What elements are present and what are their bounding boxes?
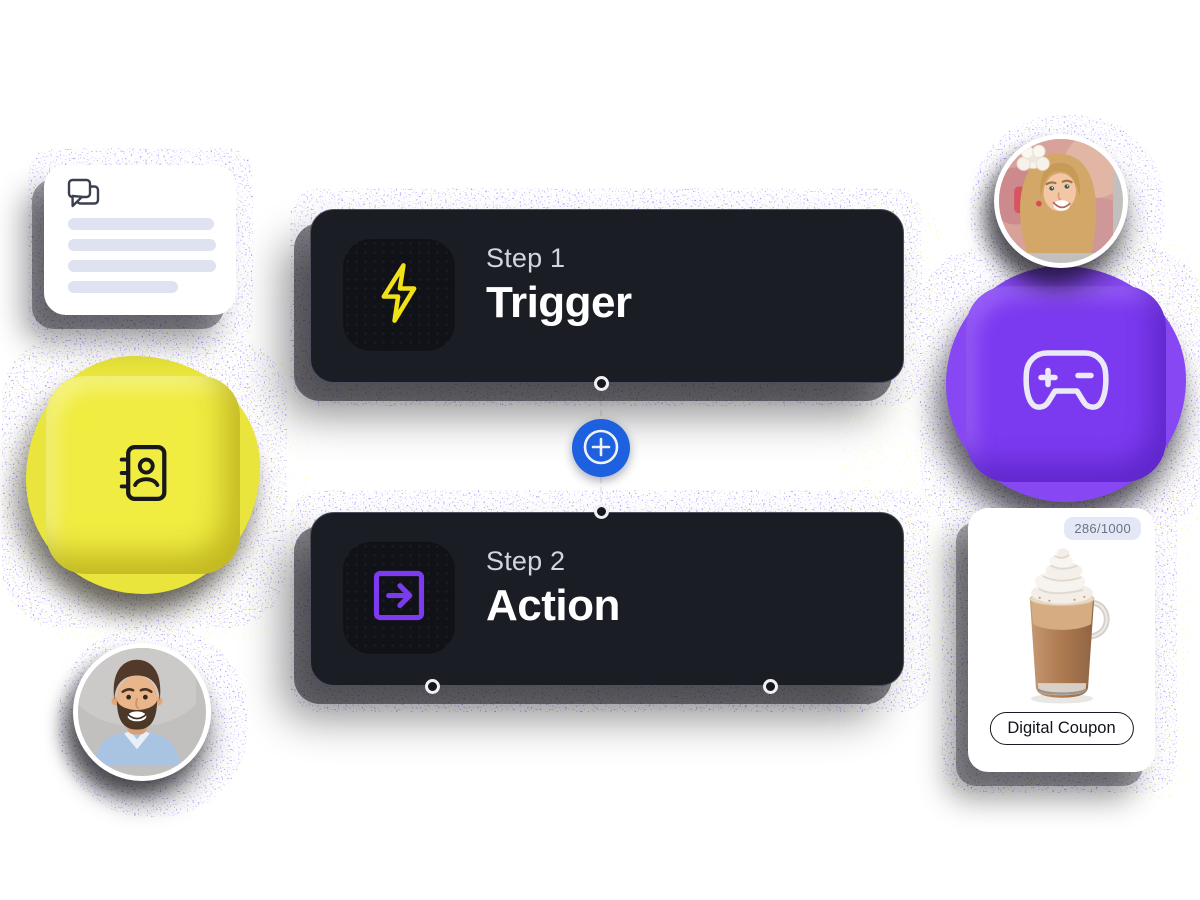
game-tile xyxy=(946,266,1186,502)
coupon-count-badge: 286/1000 xyxy=(1064,517,1141,540)
step-label: Step 1 xyxy=(486,243,566,273)
connector-port[interactable] xyxy=(594,376,609,391)
connector-port[interactable] xyxy=(594,504,609,519)
step-title: Action xyxy=(486,581,620,630)
male-avatar xyxy=(73,643,211,781)
connector-port[interactable] xyxy=(763,679,778,694)
chat-message-card xyxy=(44,165,236,315)
trigger-step-card[interactable]: Step 1 Trigger xyxy=(310,209,904,391)
add-step-button[interactable] xyxy=(572,419,630,477)
step-title: Trigger xyxy=(486,278,632,327)
coupon-card: 286/1000 xyxy=(968,508,1155,772)
lightning-bolt-icon xyxy=(374,260,424,331)
skeleton-text-line xyxy=(68,239,216,251)
skeleton-text-line xyxy=(68,218,214,230)
skeleton-text-line xyxy=(68,260,216,272)
action-step-card[interactable]: Step 2 Action xyxy=(310,504,904,694)
action-icon-tile xyxy=(343,542,455,654)
game-tile-inner xyxy=(966,286,1166,482)
chat-bubbles-icon xyxy=(66,178,102,215)
latte-image xyxy=(999,542,1125,713)
game-controller-icon xyxy=(1016,345,1116,424)
step-label: Step 2 xyxy=(486,546,566,576)
female-avatar xyxy=(994,134,1128,268)
contacts-tile-inner xyxy=(46,376,240,574)
hair-flower xyxy=(1016,144,1050,171)
arrow-right-square-icon xyxy=(369,566,429,631)
connector-port[interactable] xyxy=(425,679,440,694)
digital-coupon-button[interactable]: Digital Coupon xyxy=(989,712,1134,745)
plus-icon xyxy=(581,427,621,470)
contacts-tile xyxy=(26,356,260,594)
address-book-icon xyxy=(118,443,168,508)
skeleton-text-line xyxy=(68,281,178,293)
trigger-icon-tile xyxy=(343,239,455,351)
